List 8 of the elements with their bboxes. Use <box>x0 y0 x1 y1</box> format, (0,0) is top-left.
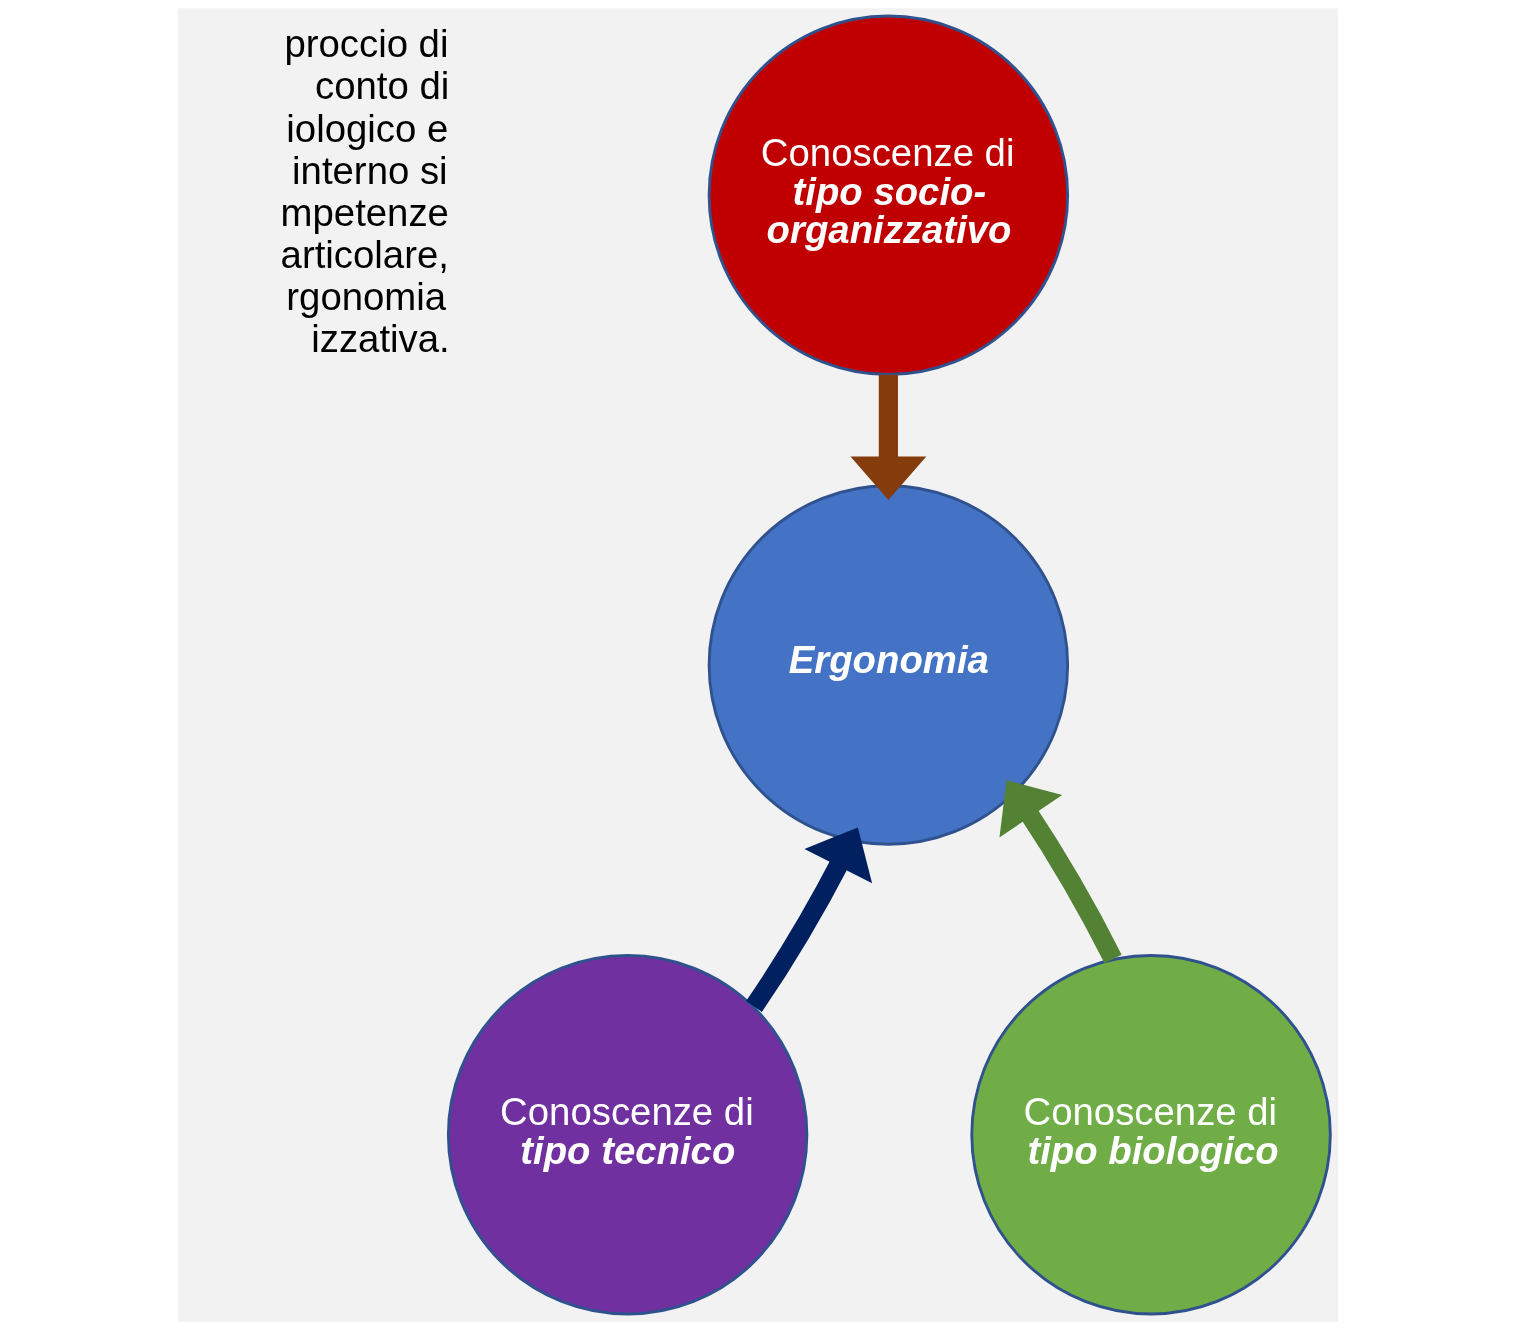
node-circle: Conoscenze di tipo biologico <box>970 954 1332 1316</box>
node-circle: Conoscenze di tipo tecnico <box>446 954 809 1316</box>
arrow <box>999 780 1122 964</box>
label: proccio di conto di iologico e interno si mpetenze articolare, rgonomia izzativa. <box>280 22 450 361</box>
node-circle: Ergonomia <box>707 484 1070 846</box>
arrow <box>850 374 927 500</box>
node-circle: Conoscenze di tipo socio-organizzativo <box>707 14 1070 376</box>
arrow <box>746 827 873 1012</box>
